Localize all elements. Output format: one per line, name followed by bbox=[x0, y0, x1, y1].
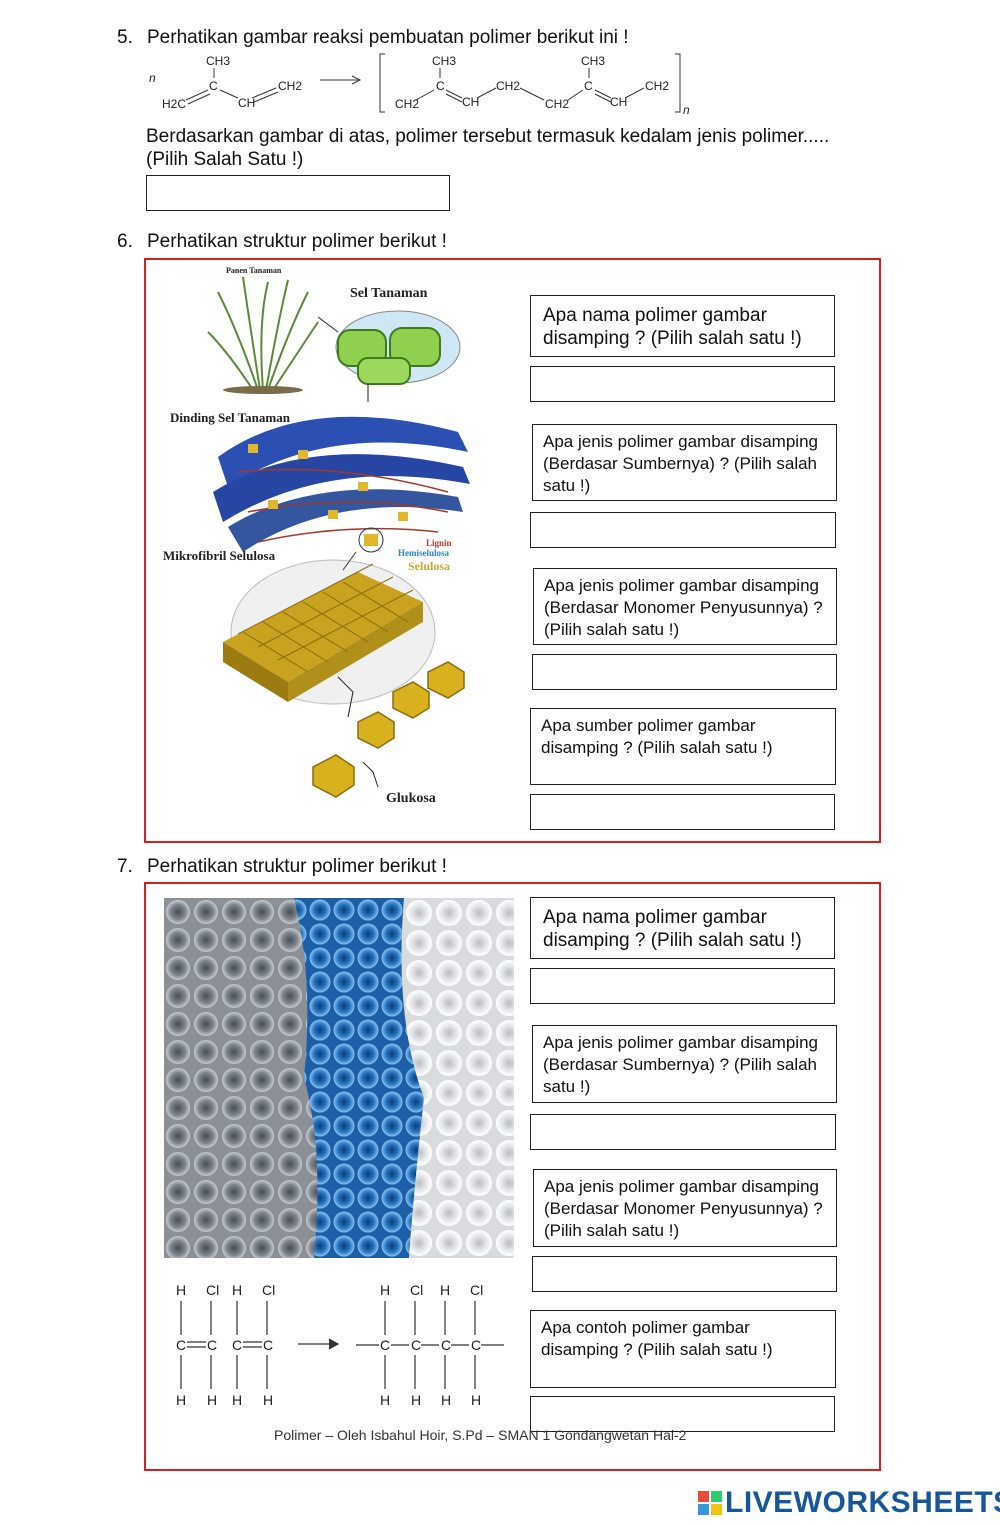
label-dinding: Dinding Sel Tanaman bbox=[170, 410, 291, 425]
q5-reaction-diagram: n CH3 C H2C CH CH2 CH3 C CH2 CH CH2 CH2 … bbox=[149, 53, 690, 117]
q7-title: 7. Perhatikan struktur polimer berikut ! bbox=[117, 856, 447, 878]
pvc-p-h-5: H bbox=[441, 1392, 451, 1408]
q6-question-2: Apa jenis polimer gambar disamping (Berd… bbox=[532, 424, 837, 501]
pvc-p-h-1: H bbox=[380, 1282, 390, 1298]
q7-question-1: Apa nama polimer gambar disamping ? (Pil… bbox=[530, 897, 835, 959]
pvc-c-4: C bbox=[263, 1337, 273, 1353]
q7-answer-field-2[interactable] bbox=[530, 1114, 836, 1150]
q5-title: 5. Perhatikan gambar reaksi pembuatan pol… bbox=[117, 27, 629, 49]
q7-frame bbox=[144, 882, 881, 1471]
q6-answer-field-1[interactable] bbox=[530, 366, 835, 402]
glucose-chain bbox=[312, 661, 465, 798]
q6-question-1: Apa nama polimer gambar disamping ? (Pil… bbox=[530, 295, 835, 357]
pvc-bonds bbox=[180, 1301, 504, 1389]
label-sel: Sel Tanaman bbox=[350, 286, 428, 301]
q7-number: 7. bbox=[117, 856, 133, 877]
pvc-p-c-3: C bbox=[441, 1337, 451, 1353]
pvc-p-c-1: C bbox=[380, 1337, 390, 1353]
q6-frame bbox=[144, 258, 881, 843]
q5-ch2-e: CH2 bbox=[645, 79, 669, 93]
label-hemi: Hemiselulosa bbox=[398, 548, 449, 558]
q5-ch3-c: CH3 bbox=[581, 54, 605, 68]
q7-title-text: Perhatikan struktur polimer berikut ! bbox=[147, 856, 447, 877]
q5-c-b: C bbox=[436, 79, 445, 93]
label-panen: Panen Tanaman bbox=[226, 266, 282, 275]
q5-ch2-b: CH2 bbox=[395, 97, 419, 111]
page-footer: Polimer – Oleh Isbahul Hoir, S.Pd – SMAN… bbox=[274, 1427, 687, 1443]
q6-answer-field-2[interactable] bbox=[530, 512, 836, 548]
liveworksheets-logo-icon bbox=[698, 1491, 722, 1515]
cell-wall-fibers bbox=[213, 416, 470, 552]
pvc-p-cl-2: Cl bbox=[470, 1282, 483, 1298]
q7-question-4: Apa contoh polimer gambar disamping ? (P… bbox=[530, 1310, 836, 1388]
pvc-p-h-6: H bbox=[471, 1392, 481, 1408]
q7-question-3: Apa jenis polimer gambar disamping (Berd… bbox=[533, 1169, 837, 1247]
q5-answer-field[interactable] bbox=[146, 175, 450, 211]
liveworksheets-brand-text: LIVEWORKSHEETS bbox=[725, 1486, 1000, 1519]
label-selulosa: Selulosa bbox=[408, 559, 450, 573]
q5-ch3-a: CH3 bbox=[206, 54, 230, 68]
pvc-c-2: C bbox=[207, 1337, 217, 1353]
q5-c-c: C bbox=[584, 79, 593, 93]
q6-question-3: Apa jenis polimer gambar disamping (Berd… bbox=[533, 568, 837, 645]
q5-ch3-b: CH3 bbox=[432, 54, 456, 68]
pvc-h-4: H bbox=[207, 1392, 217, 1408]
pvc-h-2: H bbox=[232, 1282, 242, 1298]
pvc-p-h-2: H bbox=[440, 1282, 450, 1298]
pvc-p-c-2: C bbox=[411, 1337, 421, 1353]
pvc-p-h-3: H bbox=[380, 1392, 390, 1408]
label-glukosa: Glukosa bbox=[386, 791, 436, 806]
q5-ch-a: CH bbox=[238, 96, 255, 110]
q5-ch2-c: CH2 bbox=[496, 79, 520, 93]
q7-answer-field-4[interactable] bbox=[530, 1396, 835, 1432]
q5-number: 5. bbox=[117, 27, 133, 48]
q5-c-a: C bbox=[209, 79, 218, 93]
plant-illustration bbox=[207, 276, 319, 394]
pvc-c-3: C bbox=[232, 1337, 242, 1353]
plant-cell-illustration bbox=[317, 310, 461, 402]
q6-title-text: Perhatikan struktur polimer berikut ! bbox=[147, 231, 447, 252]
pvc-p-c-4: C bbox=[471, 1337, 481, 1353]
q5-title-text: Perhatikan gambar reaksi pembuatan polim… bbox=[147, 27, 629, 48]
pvc-cl-1: Cl bbox=[206, 1282, 219, 1298]
q5-ch-c: CH bbox=[610, 95, 627, 109]
q6-title: 6. Perhatikan struktur polimer berikut ! bbox=[117, 231, 447, 253]
q5-bonds bbox=[185, 53, 681, 113]
label-mikro: Mikrofibril Selulosa bbox=[163, 548, 276, 563]
q5-n-left: n bbox=[149, 71, 156, 85]
liveworksheets-logo: LIVEWORKSHEETS bbox=[697, 1486, 1000, 1520]
q6-number: 6. bbox=[117, 231, 133, 252]
pvc-h-3: H bbox=[176, 1392, 186, 1408]
q5-ch-b: CH bbox=[462, 95, 479, 109]
q6-cellulose-figure: Panen Tanaman Sel Tanaman Dinding Sel Ta… bbox=[163, 266, 470, 806]
q6-answer-field-4[interactable] bbox=[530, 794, 835, 830]
q5-n-right: n bbox=[683, 103, 690, 117]
q7-answer-field-3[interactable] bbox=[532, 1256, 837, 1292]
pvc-h-1: H bbox=[176, 1282, 186, 1298]
q6-answer-field-3[interactable] bbox=[532, 654, 837, 690]
label-lignin: Lignin bbox=[426, 538, 452, 548]
q7-pipes-photo bbox=[164, 898, 514, 1258]
q5-question-line2: (Pilih Salah Satu !) bbox=[146, 149, 304, 170]
q5-question: Berdasarkan gambar di atas, polimer ters… bbox=[146, 125, 829, 171]
q7-answer-field-1[interactable] bbox=[530, 968, 835, 1004]
q7-question-2: Apa jenis polimer gambar disamping (Berd… bbox=[532, 1025, 837, 1103]
pvc-cl-2: Cl bbox=[262, 1282, 275, 1298]
q5-ch2-a: CH2 bbox=[278, 79, 302, 93]
q7-pvc-formula: H Cl H Cl C C C C H H H H H Cl H Cl C C … bbox=[176, 1282, 504, 1408]
q5-ch2-d: CH2 bbox=[545, 97, 569, 111]
pvc-h-5: H bbox=[232, 1392, 242, 1408]
pvc-p-h-4: H bbox=[411, 1392, 421, 1408]
microfibril-illustration bbox=[223, 551, 436, 705]
q6-question-4: Apa sumber polimer gambar disamping ? (P… bbox=[530, 708, 836, 785]
pvc-h-6: H bbox=[263, 1392, 273, 1408]
pvc-p-cl-1: Cl bbox=[410, 1282, 423, 1298]
q5-h2c: H2C bbox=[162, 97, 186, 111]
q5-question-line1: Berdasarkan gambar di atas, polimer ters… bbox=[146, 126, 830, 147]
pvc-c-1: C bbox=[176, 1337, 186, 1353]
